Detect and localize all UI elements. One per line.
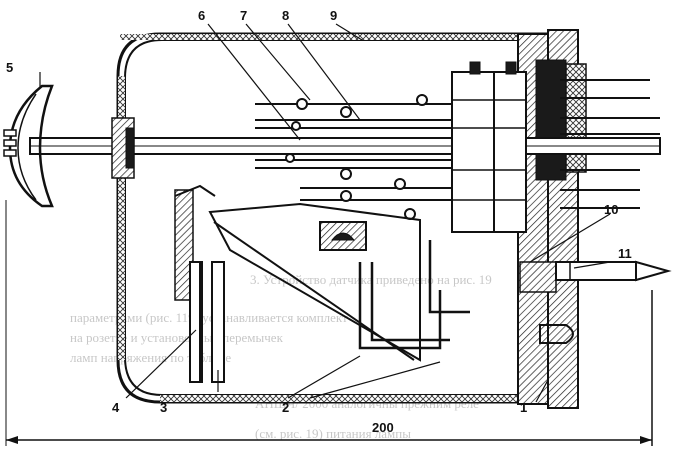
bleed-line-4: ламп напряжения по таблице [70,350,231,365]
part-callouts: 5 6 7 8 9 10 11 1 2 3 4 [6,8,632,415]
callout-3: 3 [160,400,167,415]
callout-9: 9 [330,8,337,23]
callout-10: 10 [604,202,618,217]
callout-1: 1 [520,400,527,415]
bleed-through-text: 3. Устройство датчика приведено на рис. … [70,272,492,441]
callout-8: 8 [282,8,289,23]
bleed-line-2: параметрами (рис. 119) устанавливается к… [70,310,348,325]
callout-7: 7 [240,8,247,23]
callout-5: 5 [6,60,13,75]
callout-6: 6 [198,8,205,23]
magnet-core [174,184,421,362]
contact-springs [255,94,470,220]
handle-knob [3,84,54,208]
dimension-label: 200 [372,420,394,435]
front-bushing [111,117,135,179]
bleed-line-6: (см. рис. 19) питания лампы [255,426,411,441]
base-plate [517,29,587,409]
callout-2: 2 [282,400,289,415]
callout-11: 11 [618,246,632,261]
bleed-line-3: на розетке и установочных перемычек [70,330,284,345]
dimension-line: 200 [5,200,653,446]
relay-housing [116,32,550,404]
contact-block [451,61,527,233]
armature-stop [319,221,367,251]
leader-lines [39,23,611,403]
callout-4: 4 [112,400,120,415]
base-terminals [519,260,672,344]
jumper-wires [358,240,470,350]
bracket [189,261,225,383]
